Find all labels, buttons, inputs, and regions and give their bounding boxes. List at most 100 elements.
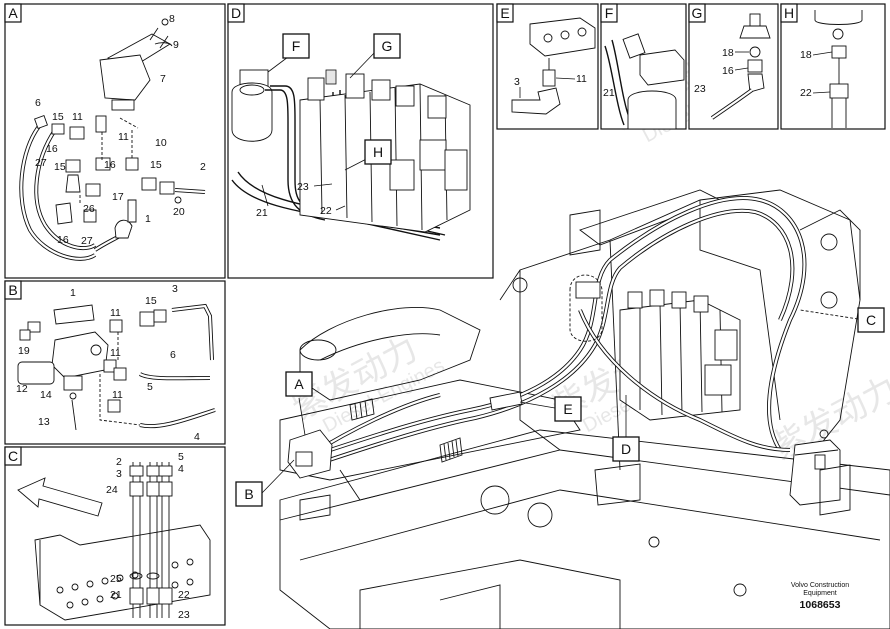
svg-text:26: 26 (83, 203, 95, 215)
svg-text:11: 11 (110, 347, 121, 359)
svg-text:23: 23 (694, 83, 706, 95)
svg-text:3: 3 (514, 76, 520, 88)
main-tag-E[interactable]: E (554, 396, 582, 422)
svg-text:27: 27 (35, 157, 47, 169)
svg-text:22: 22 (178, 589, 190, 601)
svg-text:E: E (563, 401, 572, 417)
main-tag-B[interactable]: B (235, 481, 263, 507)
panel-B-letter: B (8, 282, 17, 298)
main-hose-bundle (299, 196, 807, 470)
panel-F: F 21 (600, 3, 687, 130)
svg-text:18: 18 (722, 47, 734, 59)
svg-text:23: 23 (297, 181, 309, 193)
svg-text:18: 18 (800, 49, 812, 61)
svg-text:3: 3 (116, 468, 122, 480)
svg-text:11: 11 (110, 307, 121, 319)
main-reservoir (789, 429, 841, 506)
panel-H-letter: H (784, 5, 794, 21)
panel-C-letter: C (8, 448, 18, 464)
svg-text:1: 1 (145, 213, 151, 225)
panel-D-tag-G[interactable]: G (373, 33, 401, 59)
svg-text:14: 14 (40, 389, 52, 401)
main-tag-D[interactable]: D (612, 436, 640, 462)
svg-text:D: D (621, 441, 631, 457)
direction-arrow-icon (17, 477, 103, 517)
panel-D-tag-F[interactable]: F (282, 33, 310, 59)
main-control-valve (619, 289, 741, 421)
panel-D-letter: D (231, 5, 241, 21)
svg-text:15: 15 (145, 295, 157, 307)
panel-D-tag-H[interactable]: H (364, 139, 392, 165)
svg-text:7: 7 (160, 73, 166, 85)
svg-text:19: 19 (18, 345, 30, 357)
svg-text:8: 8 (169, 13, 175, 25)
svg-text:12: 12 (16, 383, 28, 395)
panel-C: C 2 3 5 4 (4, 446, 226, 626)
svg-text:24: 24 (106, 484, 118, 496)
svg-text:21: 21 (256, 207, 268, 219)
panel-E-callouts: 3 11 (514, 73, 587, 88)
svg-text:25: 25 (110, 573, 122, 585)
panel-F-letter: F (605, 5, 614, 21)
svg-text:21: 21 (110, 589, 122, 601)
footer-maker-line1: Volvo Construction (791, 582, 849, 589)
svg-text:6: 6 (35, 97, 41, 109)
svg-text:6: 6 (170, 349, 176, 361)
svg-text:11: 11 (72, 111, 83, 123)
svg-text:23: 23 (178, 609, 190, 621)
svg-text:20: 20 (173, 206, 185, 218)
svg-text:15: 15 (150, 159, 162, 171)
svg-text:3: 3 (172, 283, 178, 295)
svg-text:11: 11 (118, 131, 129, 143)
svg-text:2: 2 (200, 161, 206, 173)
svg-text:4: 4 (194, 431, 200, 443)
panel-E-letter: E (500, 5, 509, 21)
panel-A-letter: A (8, 5, 18, 21)
svg-text:2: 2 (116, 456, 122, 468)
svg-text:B: B (244, 486, 253, 502)
panel-G: G 18 16 23 (688, 3, 779, 130)
svg-text:C: C (866, 312, 876, 328)
footer: Volvo Construction Equipment 1068653 (791, 582, 849, 611)
svg-text:9: 9 (173, 39, 179, 51)
svg-text:5: 5 (147, 381, 153, 393)
svg-text:11: 11 (112, 389, 123, 401)
panel-A: A 8 (4, 3, 226, 279)
panel-F-callout: 21 (603, 87, 615, 99)
panel-H: H 18 22 (780, 3, 886, 130)
svg-text:16: 16 (722, 65, 734, 77)
svg-text:1: 1 (70, 287, 76, 299)
svg-text:11: 11 (576, 73, 587, 85)
svg-text:4: 4 (178, 463, 184, 475)
main-tag-A[interactable]: A (285, 371, 313, 397)
panel-B-callouts: 1 11 15 3 19 12 14 11 6 13 5 4 11 (16, 283, 200, 443)
panel-A-callouts: 8 9 7 6 15 11 16 11 10 27 15 16 15 2 17 … (35, 13, 206, 247)
svg-text:A: A (294, 376, 304, 392)
svg-text:17: 17 (112, 191, 124, 203)
panel-G-callouts: 18 16 23 (694, 47, 734, 95)
main-tag-C[interactable]: C (857, 307, 885, 333)
svg-text:16: 16 (57, 234, 69, 246)
panel-D-callouts: 23 22 21 (256, 181, 332, 219)
footer-maker-line2: Equipment (803, 590, 837, 597)
footer-drawing-number: 1068653 (800, 599, 841, 611)
svg-text:15: 15 (54, 161, 66, 173)
panel-H-callouts: 18 22 (800, 49, 812, 99)
svg-text:22: 22 (800, 87, 812, 99)
panel-G-letter: G (692, 5, 703, 21)
svg-text:5: 5 (178, 451, 184, 463)
svg-text:16: 16 (104, 159, 116, 171)
panel-D: D F (227, 3, 494, 279)
svg-text:G: G (382, 38, 393, 54)
svg-text:10: 10 (155, 137, 167, 149)
panel-B: B 1 11 15 3 19 12 14 11 (4, 280, 226, 445)
panel-C-callouts: 2 3 5 4 24 25 21 22 23 (106, 451, 190, 621)
svg-text:22: 22 (320, 205, 332, 217)
svg-text:15: 15 (52, 111, 64, 123)
svg-text:H: H (373, 144, 383, 160)
svg-text:27: 27 (81, 235, 93, 247)
svg-text:16: 16 (46, 143, 58, 155)
main-machine-view: A B C D E (235, 189, 890, 629)
svg-text:13: 13 (38, 416, 50, 428)
